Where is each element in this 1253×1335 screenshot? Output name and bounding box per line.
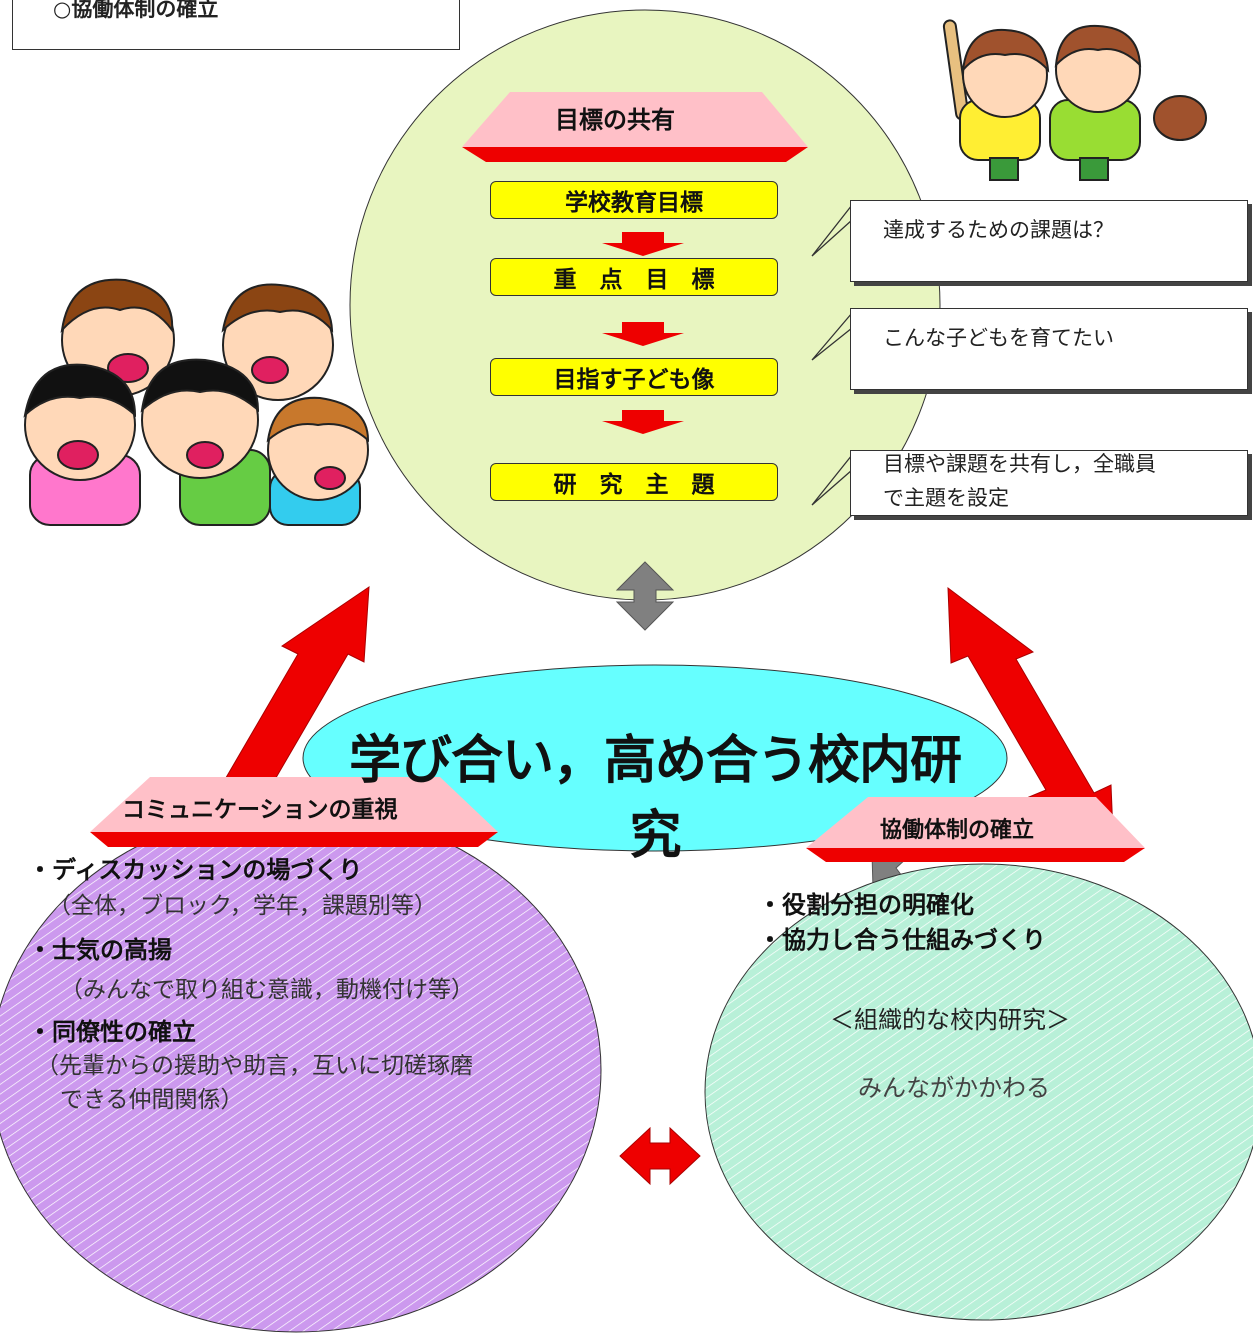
collaboration-title-band <box>806 848 1145 862</box>
communication-title-trapezoid <box>90 777 498 832</box>
center-ellipse <box>302 664 1008 852</box>
communication-item-collegiality: ・同僚性の確立 <box>28 1018 196 1046</box>
callout-theme-line1: 目標や課題を共有し，全職員 <box>883 452 1156 476</box>
top-summary-text: ○協働体制の確立 <box>53 0 219 21</box>
collaboration-ellipse <box>704 863 1253 1321</box>
communication-title: コミュニケーションの重視 <box>122 797 398 823</box>
callout-ideal-child: こんな子どもを育てたい <box>850 308 1248 390</box>
communication-item-discussion-detail: （全体，ブロック，学年，課題別等） <box>48 893 437 919</box>
goal-title-band <box>462 147 808 162</box>
goal-sharing-title: 目標の共有 <box>555 106 675 134</box>
step-school-goal: 学校教育目標 <box>490 181 778 219</box>
collaboration-org-research: ＜組織的な校内研究＞ <box>830 1006 1070 1034</box>
collaboration-item-system: ・協力し合う仕組みづくり <box>758 926 1046 954</box>
goal-title-trapezoid <box>462 92 808 147</box>
callout-theme-setting: 目標や課題を共有し，全職員 で主題を設定 <box>850 450 1248 516</box>
communication-item-collegiality-detail1: （先輩からの援助や助言，互いに切磋琢磨 <box>36 1053 473 1079</box>
callout-challenges-text: 達成するための課題は？ <box>883 218 1114 242</box>
red-arrow-horizontal <box>619 1126 701 1186</box>
communication-item-collegiality-detail2: できる仲間関係） <box>60 1087 244 1113</box>
communication-item-discussion: ・ディスカッションの場づくり <box>28 856 363 884</box>
communication-item-morale-detail: （みんなで取り組む意識，動機付け等） <box>60 977 474 1003</box>
communication-item-morale: ・士気の高揚 <box>28 936 172 964</box>
callout-pointer <box>811 204 853 506</box>
communication-title-band <box>90 832 498 847</box>
step-arrow <box>602 232 684 434</box>
step-research-theme: 研 究 主 題 <box>490 463 778 501</box>
step-priority-goal: 重 点 目 標 <box>490 258 778 296</box>
collaboration-title: 協働体制の確立 <box>880 818 1035 843</box>
collaboration-item-roles: ・役割分担の明確化 <box>758 891 974 919</box>
collaboration-title-trapezoid <box>806 797 1145 848</box>
step-ideal-child: 目指す子ども像 <box>490 358 778 396</box>
children-group-illustration <box>23 278 370 526</box>
callout-theme-line2: で主題を設定 <box>883 486 1009 510</box>
top-summary-box: ○協働体制の確立 <box>12 0 460 50</box>
callout-ideal-child-text: こんな子どもを育てたい <box>883 326 1114 350</box>
gray-vertical-arrow <box>615 561 675 631</box>
collaboration-everyone: みんながかかわる <box>858 1074 1050 1102</box>
two-boys-baseball-illustration <box>942 19 1207 181</box>
callout-challenges: 達成するための課題は？ <box>850 200 1248 282</box>
center-title: 学び合い，高め合う校内研究 <box>348 731 962 866</box>
